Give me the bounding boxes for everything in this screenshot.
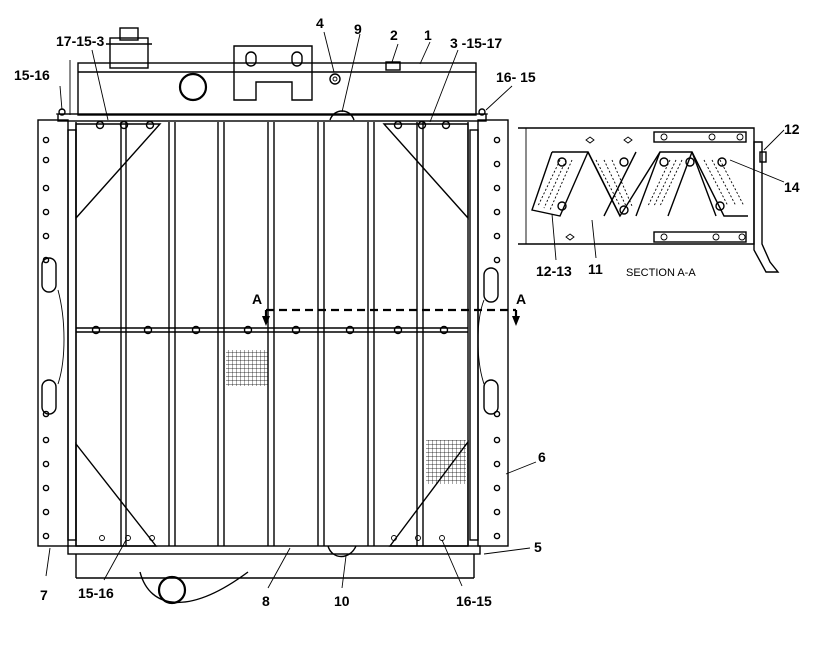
top-bolts xyxy=(95,120,451,130)
section-marker-left: A xyxy=(252,291,262,307)
section-marker-right: A xyxy=(516,291,526,307)
callout-7: 7 xyxy=(40,587,48,603)
side-plate-right xyxy=(469,119,509,547)
callout-5: 5 xyxy=(534,539,542,555)
louver-slats xyxy=(75,122,469,546)
callout-10: 10 xyxy=(334,593,350,609)
callout-11: 11 xyxy=(588,261,603,277)
callout-3-15-17: 3 -15-17 xyxy=(450,35,502,51)
side-plate-left xyxy=(37,119,77,547)
callout-16-15-bottom: 16-15 xyxy=(456,593,492,609)
callout-12-13: 12-13 xyxy=(536,263,572,279)
section-a-a-detail xyxy=(518,127,780,273)
callout-2: 2 xyxy=(390,27,398,43)
callout-16-15-top: 16- 15 xyxy=(496,69,536,85)
callout-8: 8 xyxy=(262,593,270,609)
screen-mesh xyxy=(226,350,466,484)
callout-15-16-top: 15-16 xyxy=(14,67,50,83)
fitting xyxy=(329,73,341,85)
bottom-tank xyxy=(67,545,481,605)
side-slots xyxy=(41,257,499,415)
callout-17-15-3: 17-15-3 xyxy=(56,33,104,49)
callout-labels: 17-15-3 15-16 4 9 2 1 3 -15-17 16- 15 12… xyxy=(14,15,800,609)
callout-12: 12 xyxy=(784,121,800,137)
callout-1: 1 xyxy=(424,27,432,43)
center-cross-member xyxy=(76,325,468,335)
leader-lines xyxy=(45,31,785,589)
callout-4: 4 xyxy=(316,15,324,31)
callout-14: 14 xyxy=(784,179,800,195)
callout-15-16-bottom: 15-16 xyxy=(78,585,114,601)
callout-6: 6 xyxy=(538,449,546,465)
section-title: SECTION A-A xyxy=(626,267,696,279)
corner-gussets xyxy=(75,123,469,547)
top-bracket xyxy=(233,45,313,101)
filler-cap xyxy=(106,27,152,69)
callout-9: 9 xyxy=(354,21,362,37)
side-plate-holes-right xyxy=(493,136,501,540)
section-cut-line xyxy=(262,308,520,326)
side-plate-holes-left xyxy=(42,136,50,540)
